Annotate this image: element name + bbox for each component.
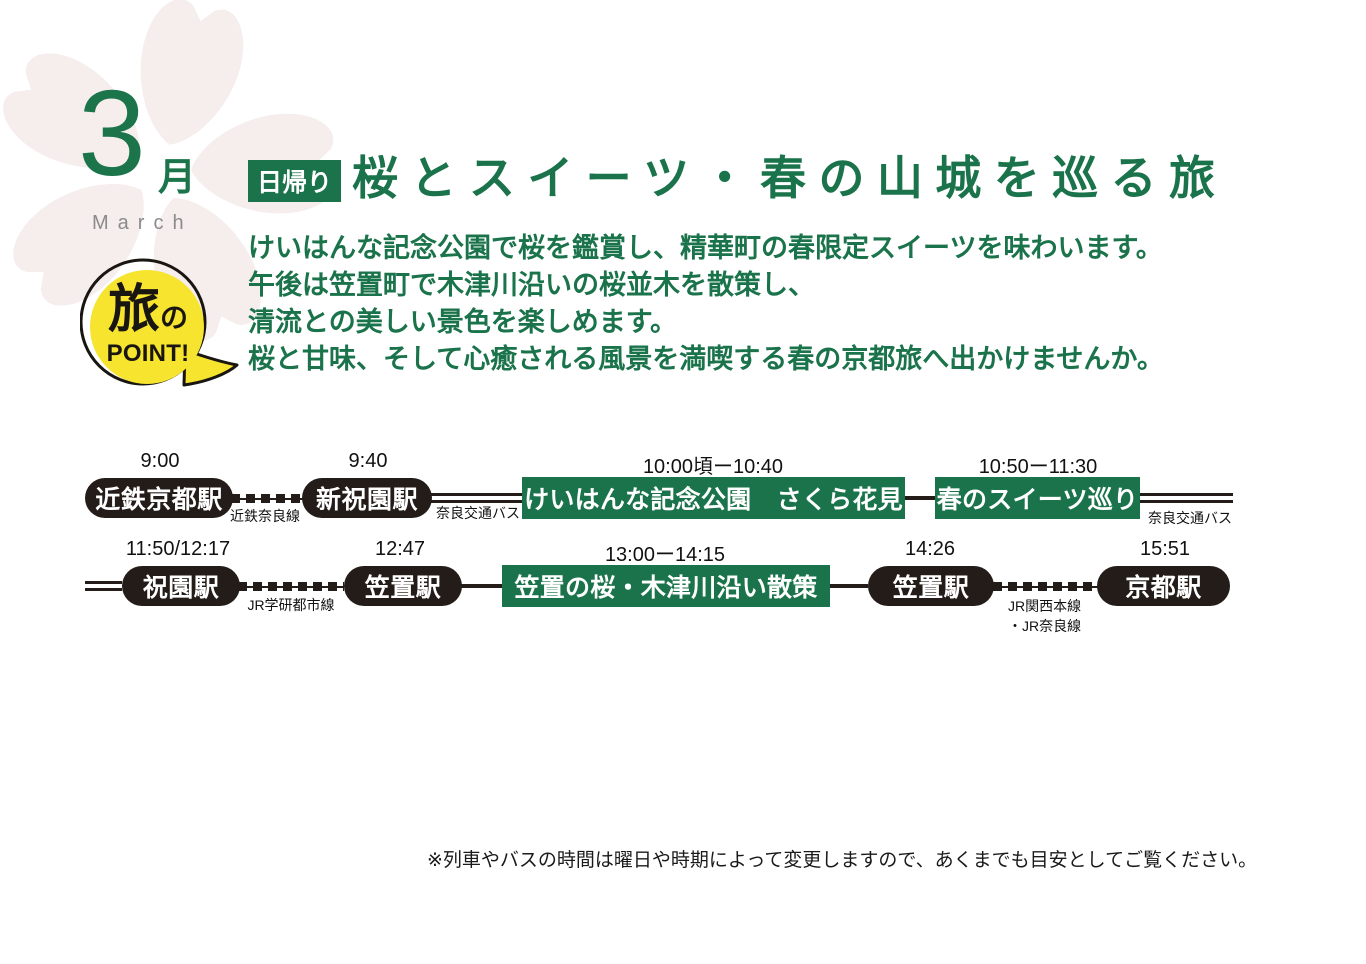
trip-point-badge	[80, 258, 239, 387]
walk-line-kasagi-station-to-stroll	[460, 584, 502, 588]
rail-line-label-kintetsu-nara: 近鉄奈良線	[230, 508, 300, 524]
walk-line-keihanna-to-sweets	[903, 496, 936, 500]
trip-description: けいはんな記念公園で桜を鑑賞し、精華町の春限定スイーツを味わいます。 午後は笠置…	[248, 230, 1258, 378]
time-sweets-tour: 10:50ー11:30	[978, 456, 1098, 478]
description-line-1: けいはんな記念公園で桜を鑑賞し、精華町の春限定スイーツを味わいます。	[248, 233, 1163, 263]
month-name: March	[92, 212, 193, 234]
station-pill-kintetsu-kyoto: 近鉄京都駅	[85, 478, 233, 518]
month-number: 3	[78, 65, 146, 201]
bus-line-nara-kotsu	[430, 493, 523, 503]
bus-line-label-nara-kotsu-2: 奈良交通バス	[1148, 510, 1232, 526]
point-badge-word-point: POINT!	[106, 340, 190, 367]
rail-line-label-jr-kansai: JR関西本線	[1008, 598, 1082, 614]
activity-box-spring-sweets: 春のスイーツ巡り	[935, 477, 1140, 519]
station-pill-kyoto: 京都駅	[1097, 566, 1230, 606]
page-title: 桜とスイーツ・春の山城を巡る旅	[352, 152, 1228, 204]
time-keihanna-park: 10:00頃ー10:40	[642, 456, 784, 478]
footnote: ※列車やバスの時間は曜日や時期によって変更しますので、あくまでも目安としてご覧く…	[427, 850, 1258, 871]
month-unit: 月	[158, 157, 197, 199]
time-kasagi-stroll: 13:00ー14:15	[604, 544, 726, 566]
rail-line-jr-kansai-nara	[993, 582, 1098, 591]
activity-box-kasagi-stroll: 笠置の桜・木津川沿い散策	[502, 565, 830, 607]
point-badge-word-tabi: 旅	[107, 281, 160, 339]
station-pill-kasagi-2: 笠置駅	[868, 566, 994, 606]
station-pill-shin-hosono: 新祝園駅	[302, 478, 432, 518]
day-trip-badge: 日帰り	[248, 160, 341, 202]
point-badge-word-no: の	[160, 302, 189, 333]
time-kasagi-depart: 14:26	[904, 538, 956, 560]
description-line-2: 午後は笠置町で木津川沿いの桜並木を散策し、	[248, 270, 815, 300]
time-shin-hosono-depart: 9:40	[348, 450, 388, 472]
rail-line-kintetsu-nara	[231, 494, 303, 503]
rail-line-jr-gakken	[238, 582, 344, 591]
station-pill-kasagi: 笠置駅	[344, 566, 462, 606]
time-kyoto-arrive: 15:51	[1139, 538, 1191, 560]
time-kasagi-arrive: 12:47	[374, 538, 426, 560]
rail-line-label-jr-kansai-nara: JR関西本線 ・JR奈良線	[1008, 596, 1081, 636]
bus-line-label-nara-kotsu: 奈良交通バス	[436, 505, 520, 521]
rail-line-label-jr-nara: ・JR奈良線	[1008, 618, 1082, 634]
time-hosono-depart: 11:50/12:17	[125, 538, 231, 560]
bus-line-continued-stub	[85, 581, 122, 591]
description-line-3: 清流との美しい景色を楽しめます。	[248, 307, 678, 337]
description-line-4: 桜と甘味、そして心癒される風景を満喫する春の京都旅へ出かけませんか。	[248, 344, 1164, 374]
time-kintetsu-kyoto-depart: 9:00	[140, 450, 180, 472]
rail-line-label-jr-gakken: JR学研都市線	[247, 597, 335, 613]
trip-point-badge-text: 旅 の POINT!	[90, 284, 206, 368]
walk-line-stroll-to-kasagi-station	[828, 584, 868, 588]
bus-line-nara-kotsu-2	[1140, 493, 1233, 503]
station-pill-hosono: 祝園駅	[122, 566, 240, 606]
activity-box-keihanna-hanami: けいはんな記念公園 さくら花見	[522, 477, 905, 519]
